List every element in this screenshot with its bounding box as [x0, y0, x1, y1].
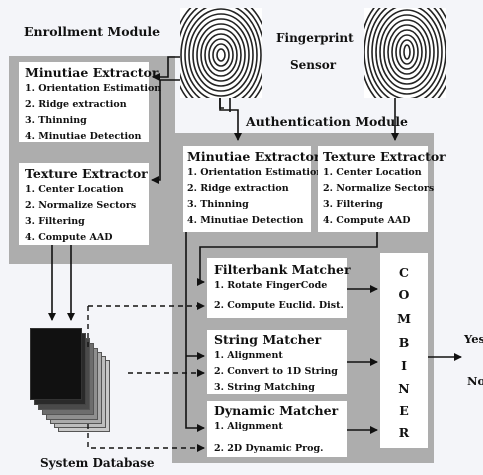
auth-minutiae-extractor: Minutiae Extractor 1. Orientation Estima…: [183, 146, 324, 232]
filterbank-matcher-step: 1. Rotate FingerCode: [214, 280, 328, 291]
dynamic-matcher: Dynamic Matcher 1. Alignment 2. 2D Dynam…: [207, 401, 347, 457]
system-database-label: System Database: [40, 456, 155, 470]
enrollment-texture-title: Texture Extractor: [25, 166, 148, 181]
combiner-letter: C: [399, 265, 409, 280]
filterbank-matcher-title: Filterbank Matcher: [214, 262, 351, 277]
output-yes: Yes: [464, 332, 483, 346]
string-matcher-step: 1. Alignment: [214, 350, 283, 361]
sensor-label-line2: Sensor: [290, 58, 337, 72]
output-no: No: [467, 374, 483, 388]
auth-minutiae-step: 3. Thinning: [187, 199, 249, 210]
combiner-letter: M: [397, 311, 411, 326]
arrow-sensor-to-enroll-minutiae: [152, 56, 180, 81]
arrow-sensor-to-auth-minutiae: [219, 98, 242, 141]
filterbank-matcher-step: 2. Compute Euclid. Dist.: [214, 300, 344, 311]
auth-minutiae-title: Minutiae Extractor: [187, 149, 321, 164]
enrollment-texture-extractor: Texture Extractor 1. Center Location 2. …: [19, 163, 149, 245]
auth-texture-step: 2. Normalize Sectors: [323, 183, 435, 194]
auth-texture-step: 3. Filtering: [323, 199, 383, 210]
auth-texture-step: 4. Compute AAD: [323, 215, 411, 226]
string-matcher: String Matcher 1. Alignment 2. Convert t…: [207, 330, 347, 394]
sensor-label-line1: Fingerprint: [276, 31, 354, 45]
enrollment-minutiae-step: 1. Orientation Estimation: [25, 83, 162, 94]
string-matcher-step: 2. Convert to 1D String: [214, 366, 338, 377]
auth-minutiae-step: 1. Orientation Estimation: [187, 167, 324, 178]
enrollment-minutiae-title: Minutiae Extractor: [25, 65, 159, 80]
enrollment-minutiae-extractor: Minutiae Extractor 1. Orientation Estima…: [19, 62, 162, 142]
fingerprint-image-left: [180, 8, 262, 98]
string-matcher-step: 3. String Matching: [214, 382, 315, 393]
arrow-sensor-to-enroll-texture: [151, 79, 180, 184]
system-database-stack: [30, 328, 110, 438]
enrollment-minutiae-step: 3. Thinning: [25, 115, 87, 126]
dashed-db-to-dynamic: [87, 424, 205, 452]
combiner-box: C O M B I N E R: [380, 253, 428, 448]
string-matcher-title: String Matcher: [214, 332, 322, 347]
combiner-letter: E: [399, 403, 409, 418]
dynamic-matcher-title: Dynamic Matcher: [214, 403, 339, 418]
auth-minutiae-step: 2. Ridge extraction: [187, 183, 289, 194]
enrollment-minutiae-step: 4. Minutiae Detection: [25, 131, 142, 142]
auth-texture-title: Texture Extractor: [323, 149, 446, 164]
dynamic-matcher-step: 1. Alignment: [214, 421, 283, 432]
enrollment-texture-step: 3. Filtering: [25, 216, 85, 227]
combiner-letter: I: [401, 358, 407, 373]
auth-texture-extractor: Texture Extractor 1. Center Location 2. …: [318, 146, 446, 232]
arrow-minutiae-to-dynamic: [185, 232, 205, 432]
auth-texture-step: 1. Center Location: [323, 167, 422, 178]
combiner-letter: O: [398, 287, 410, 302]
fingerprint-image-right: [364, 8, 446, 98]
enrollment-module-title: Enrollment Module: [24, 24, 161, 39]
combiner-letter: R: [398, 425, 410, 440]
enrollment-texture-step: 2. Normalize Sectors: [25, 200, 137, 211]
combiner-letter: B: [398, 335, 410, 350]
dynamic-matcher-step: 2. 2D Dynamic Prog.: [214, 443, 324, 454]
auth-minutiae-step: 4. Minutiae Detection: [187, 215, 304, 226]
arrow-texture-to-filterbank: [197, 232, 378, 286]
enrollment-minutiae-step: 2. Ridge extraction: [25, 99, 127, 110]
enrollment-texture-step: 4. Compute AAD: [25, 232, 113, 243]
enrollment-texture-step: 1. Center Location: [25, 184, 124, 195]
combiner-letter: N: [398, 381, 410, 396]
authentication-module-title: Authentication Module: [246, 114, 408, 129]
filterbank-matcher: Filterbank Matcher 1. Rotate FingerCode …: [207, 258, 351, 318]
